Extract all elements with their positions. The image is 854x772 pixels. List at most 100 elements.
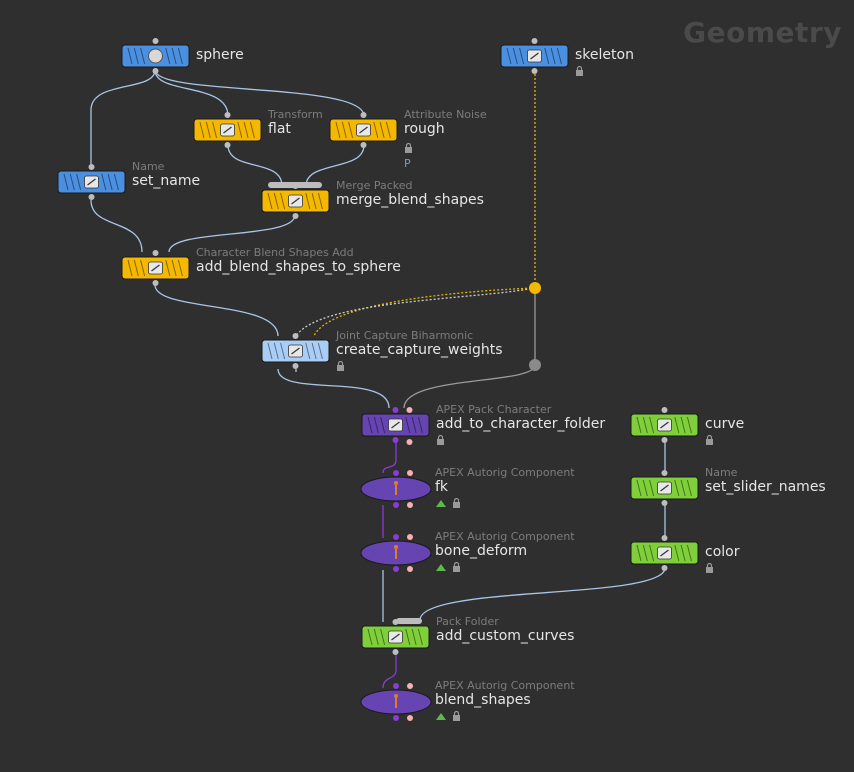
node-stripe — [373, 416, 379, 434]
input-connector-b[interactable] — [407, 534, 413, 540]
node-rough[interactable] — [329, 112, 398, 148]
output-connector-b[interactable] — [407, 502, 413, 508]
node-stripe — [133, 47, 139, 65]
name-icon — [657, 481, 672, 495]
node-stripe — [127, 47, 133, 65]
node-add-to-character-folder[interactable] — [361, 407, 430, 445]
merge-input-bar[interactable] — [268, 182, 322, 188]
node-skeleton[interactable] — [500, 38, 569, 74]
node-name-label[interactable]: blend_shapes — [435, 692, 531, 708]
output-connector[interactable] — [152, 280, 159, 286]
node-sphere[interactable] — [121, 38, 190, 74]
node-curve[interactable] — [630, 407, 699, 443]
node-stripe — [380, 628, 386, 646]
node-name-label[interactable]: add_blend_shapes_to_sphere — [196, 259, 401, 275]
node-add-custom-curves[interactable] — [361, 619, 430, 655]
wire-junction-dot[interactable] — [529, 359, 541, 371]
input-connector-b[interactable] — [407, 683, 413, 689]
node-stripe — [133, 259, 139, 277]
node-name-label[interactable]: color — [705, 544, 740, 560]
pack-folder-input-bar[interactable] — [396, 618, 422, 624]
input-connector[interactable] — [393, 470, 399, 476]
node-create-capture-weights[interactable] — [261, 333, 330, 369]
node-name-label[interactable]: set_name — [132, 173, 201, 189]
input-connector[interactable] — [88, 164, 95, 170]
input-connector[interactable] — [393, 534, 399, 540]
output-connector[interactable] — [392, 437, 399, 443]
input-connector-b[interactable] — [406, 407, 413, 413]
wire-skeleton-to-capture-a — [313, 287, 536, 337]
input-connector[interactable] — [392, 407, 399, 413]
output-connector[interactable] — [393, 566, 399, 572]
node-name-label[interactable]: rough — [404, 121, 445, 137]
autorig-icon — [394, 694, 398, 708]
wire-merge-to-blend-add — [168, 214, 296, 253]
node-set-slider-names[interactable] — [630, 470, 699, 506]
output-connector-b[interactable] — [407, 566, 413, 572]
output-connector-b[interactable] — [407, 715, 413, 721]
output-connector[interactable] — [661, 565, 668, 571]
input-connector[interactable] — [393, 683, 399, 689]
sphere-icon — [148, 48, 163, 64]
input-connector[interactable] — [661, 470, 668, 476]
input-connector[interactable] — [152, 250, 159, 256]
node-stripe — [76, 173, 82, 191]
wire-pack-folder-to-blend-shapes — [382, 652, 397, 689]
output-connector[interactable] — [88, 194, 95, 200]
node-stripe — [311, 192, 317, 210]
lock-icon — [575, 61, 584, 80]
node-name-label[interactable]: sphere — [196, 47, 244, 63]
node-color[interactable] — [630, 535, 699, 571]
node-stripe — [367, 416, 373, 434]
node-stripe — [674, 544, 680, 562]
node-name-label[interactable]: merge_blend_shapes — [336, 192, 484, 208]
node-set-name[interactable] — [57, 164, 126, 200]
input-connector[interactable] — [292, 333, 299, 339]
input-connector[interactable] — [661, 535, 668, 541]
node-stripe — [636, 544, 642, 562]
node-name-label[interactable]: set_slider_names — [705, 479, 826, 495]
input-connector[interactable] — [152, 38, 159, 44]
node-stripe — [171, 259, 177, 277]
output-connector[interactable] — [224, 142, 231, 148]
output-connector[interactable] — [360, 142, 367, 148]
input-connector-b[interactable] — [407, 470, 413, 476]
node-name-label[interactable]: add_custom_curves — [436, 628, 575, 644]
input-connector[interactable] — [661, 407, 668, 413]
node-merge-blend-shapes[interactable] — [261, 183, 330, 219]
node-name-label[interactable]: flat — [268, 121, 291, 137]
node-fk[interactable] — [360, 470, 432, 508]
node-add-blend-shapes-to-sphere[interactable] — [121, 250, 190, 286]
output-connector[interactable] — [292, 363, 299, 369]
output-connector-b[interactable] — [406, 439, 413, 445]
output-connector[interactable] — [393, 502, 399, 508]
output-connector[interactable] — [661, 500, 668, 506]
node-name-label[interactable]: curve — [705, 416, 745, 432]
input-connector[interactable] — [224, 112, 231, 118]
autorig-icon — [394, 481, 398, 495]
node-blend-shapes[interactable] — [360, 683, 432, 721]
node-type-label: APEX Pack Character — [436, 403, 552, 416]
wire-rough-to-merge — [305, 144, 365, 187]
node-stripe — [348, 121, 354, 139]
node-flat[interactable] — [193, 112, 262, 148]
node-stripe — [411, 416, 417, 434]
output-connector[interactable] — [393, 715, 399, 721]
node-name-label[interactable]: bone_deform — [435, 543, 528, 559]
output-connector[interactable] — [531, 68, 538, 74]
node-name-label[interactable]: add_to_character_folder — [436, 416, 606, 432]
wire-junction-dot[interactable] — [529, 282, 541, 294]
output-connector[interactable] — [152, 68, 159, 74]
node-bone-deform[interactable] — [360, 534, 432, 572]
node-name-label[interactable]: fk — [435, 479, 449, 495]
output-connector[interactable] — [392, 649, 399, 655]
node-name-label[interactable]: create_capture_weights — [336, 342, 503, 358]
node-name-label[interactable]: skeleton — [575, 47, 634, 63]
input-connector[interactable] — [360, 112, 367, 118]
node-stripe — [405, 416, 411, 434]
input-connector[interactable] — [531, 38, 538, 44]
output-connector[interactable] — [661, 437, 668, 443]
output-connector[interactable] — [292, 213, 299, 219]
